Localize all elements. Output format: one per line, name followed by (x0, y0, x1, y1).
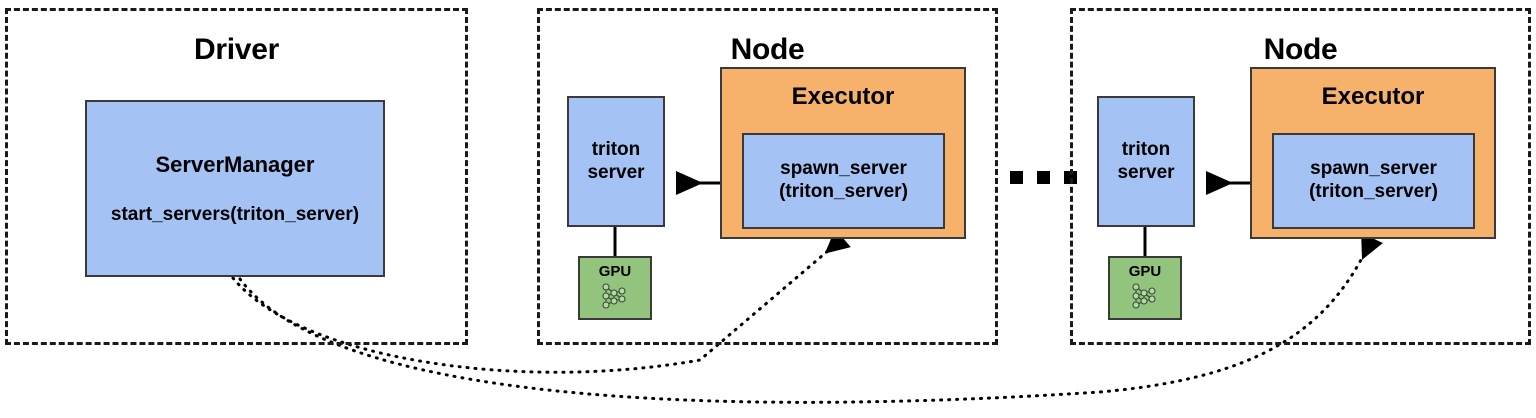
triton-server-line-2: server (587, 161, 645, 183)
executor-title: Executor (791, 83, 895, 110)
spawn-server-box-node-2[interactable]: spawn_server (triton_server) (1272, 133, 1475, 229)
triton-server-line-1: triton (591, 139, 641, 161)
ellipsis-more-nodes (1010, 171, 1077, 184)
neural-network-icon (1132, 283, 1156, 309)
spawn-server-line-1: spawn_server (1310, 158, 1437, 180)
spawn-server-line-1: spawn_server (780, 158, 907, 180)
server-manager-box[interactable]: ServerManager start_servers(triton_serve… (85, 100, 385, 277)
driver-region-title: Driver (194, 33, 279, 66)
driver-region: Driver (5, 8, 468, 345)
server-manager-method: start_servers(triton_server) (110, 203, 360, 225)
triton-server-line-2: server (1117, 161, 1175, 183)
server-manager-title: ServerManager (155, 151, 315, 177)
ellipsis-dot-1 (1010, 171, 1023, 184)
triton-server-line-1: triton (1121, 139, 1171, 161)
spawn-server-line-2: (triton_server) (1309, 181, 1438, 202)
node-2-region-title: Node (1263, 33, 1338, 66)
spawn-server-box-node-1[interactable]: spawn_server (triton_server) (742, 133, 945, 229)
ellipsis-dot-2 (1037, 171, 1050, 184)
neural-network-icon (602, 283, 626, 309)
triton-server-box-node-2[interactable]: triton server (1097, 96, 1195, 227)
node-1-region-title: Node (730, 33, 805, 66)
executor-title: Executor (1321, 83, 1425, 110)
triton-server-box-node-1[interactable]: triton server (567, 96, 665, 227)
node-2-region: Node (1070, 8, 1531, 345)
gpu-label: GPU (1128, 263, 1162, 280)
node-1-region: Node (537, 8, 998, 345)
gpu-box-node-2[interactable]: GPU (1108, 256, 1182, 320)
gpu-box-node-1[interactable]: GPU (578, 256, 652, 320)
spawn-server-line-2: (triton_server) (779, 181, 908, 202)
gpu-label: GPU (598, 263, 632, 280)
